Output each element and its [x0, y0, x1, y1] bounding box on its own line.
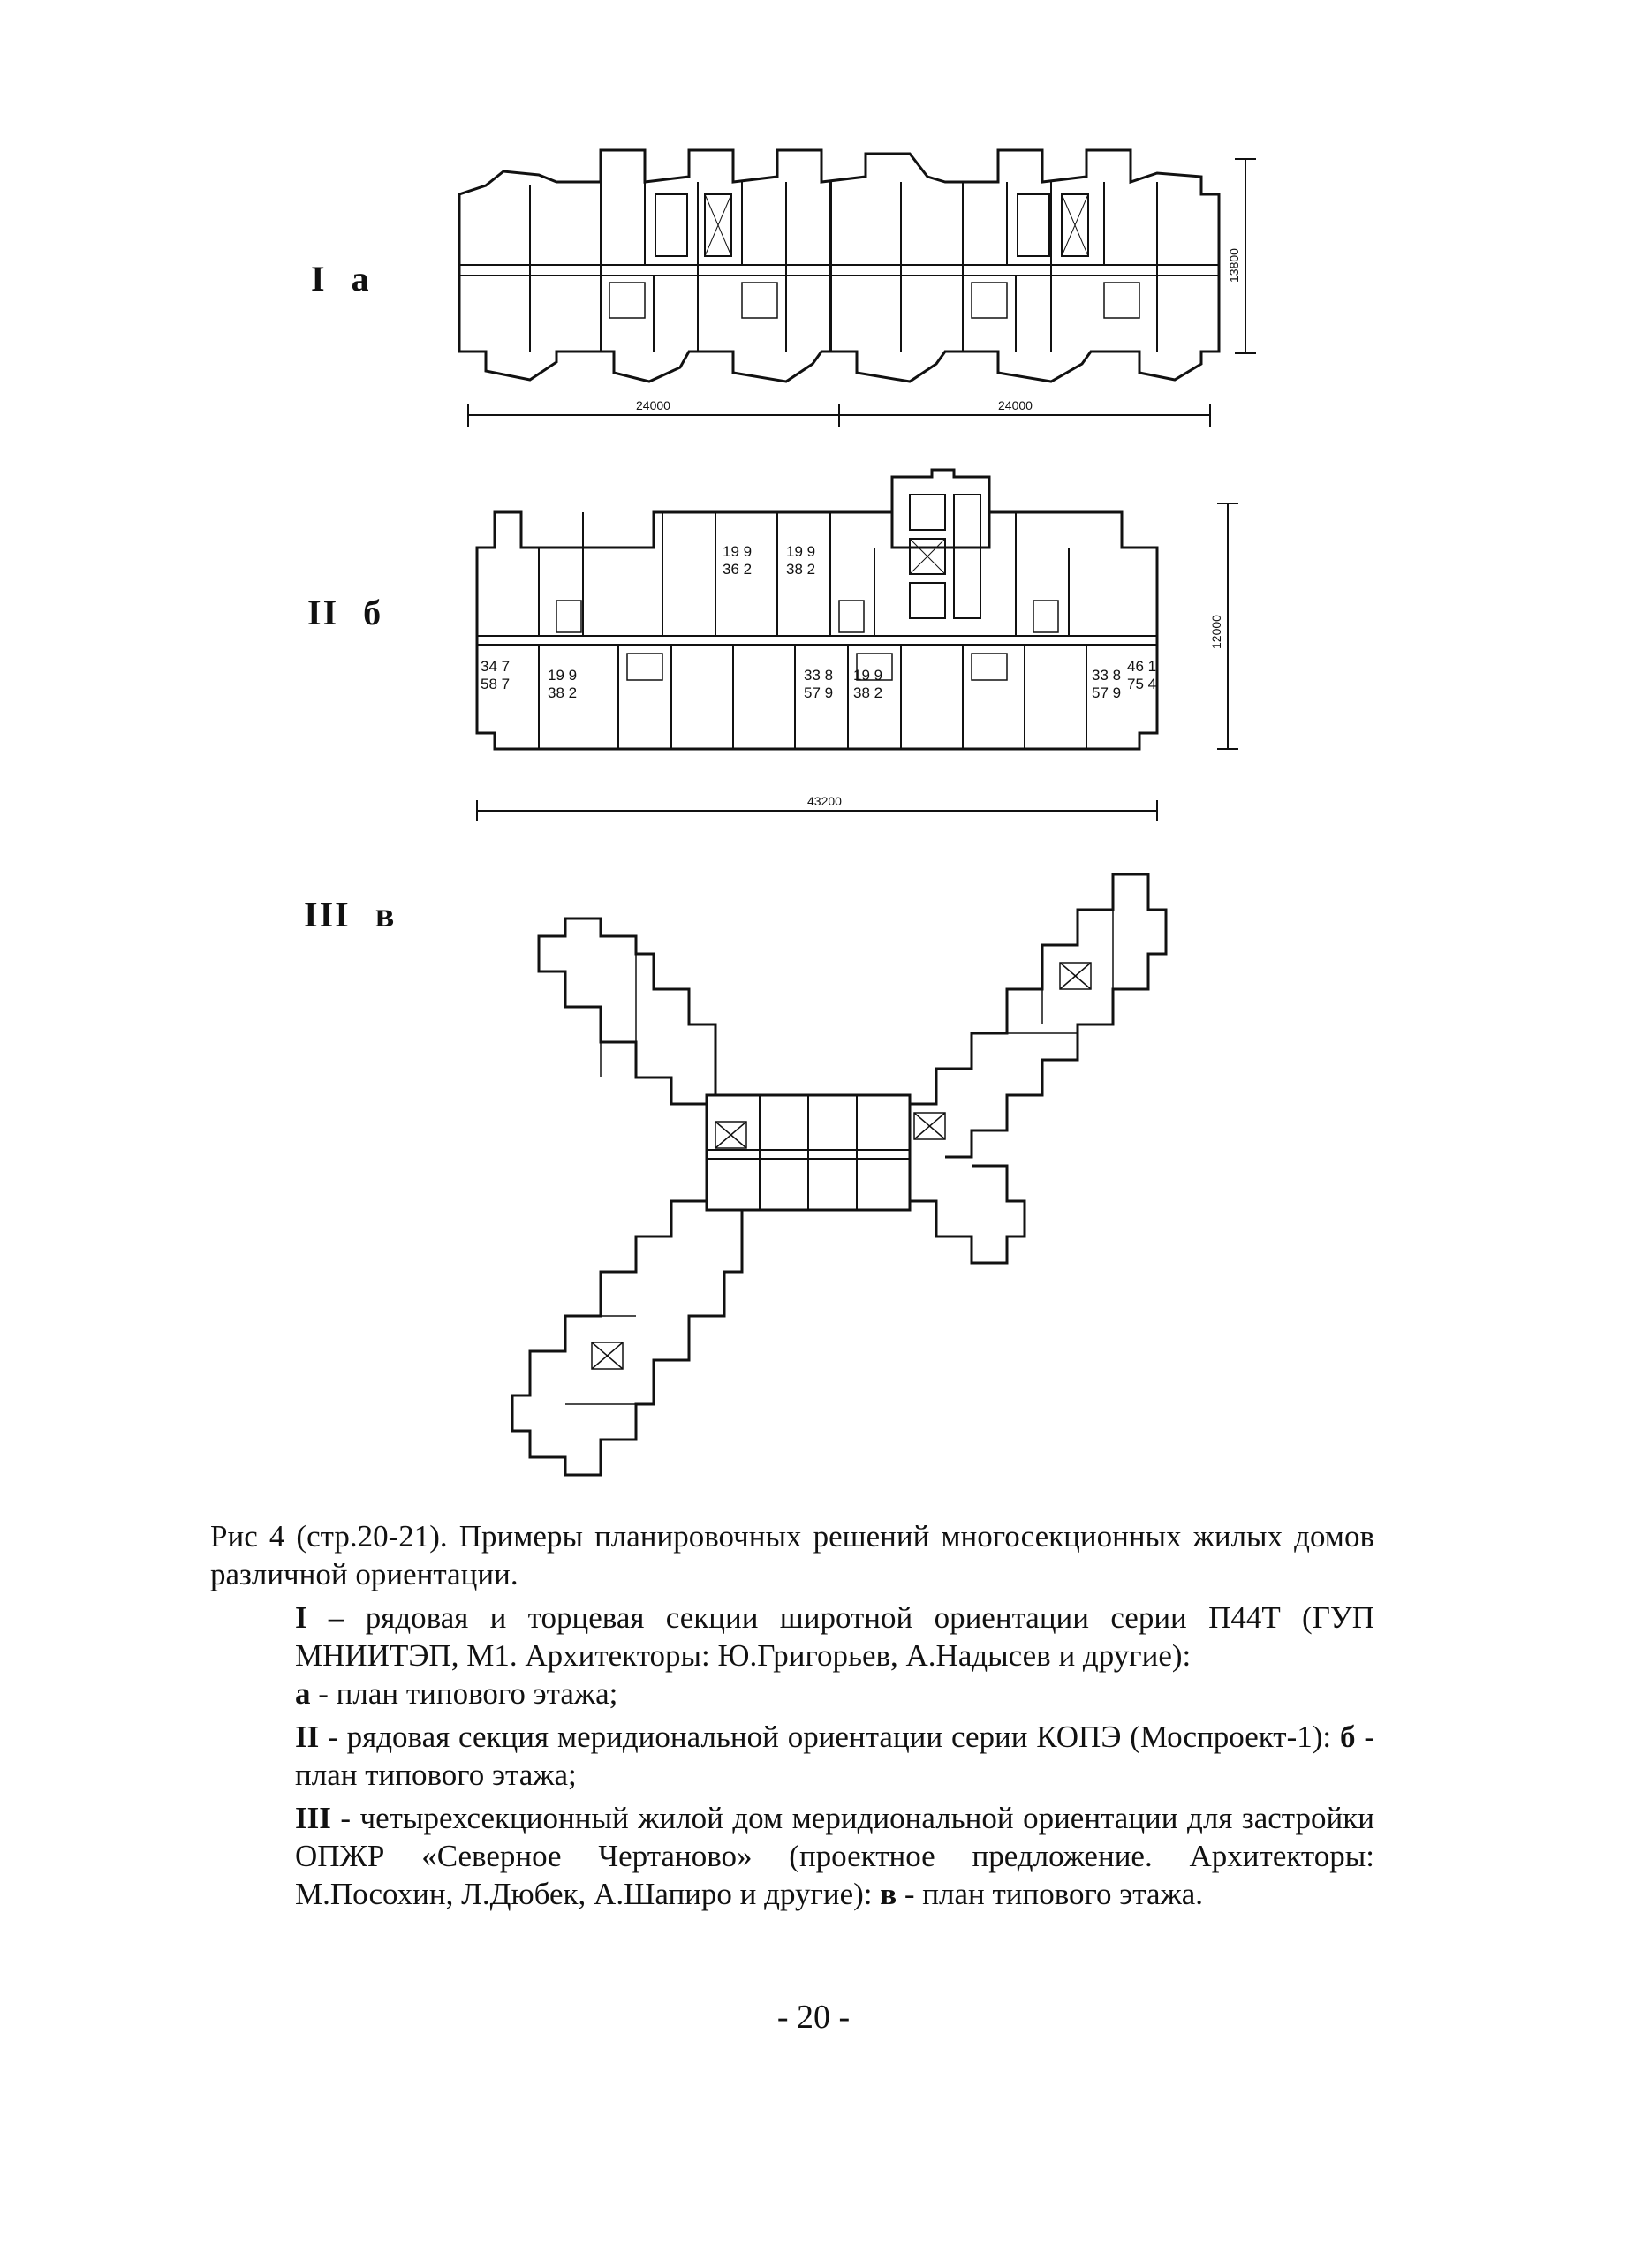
- room-label-top: 33 8: [804, 667, 833, 684]
- caption-item-3: III - четырехсекционный жилой дом мериди…: [210, 1799, 1374, 1913]
- caption-item-3-sub-key: в: [880, 1877, 897, 1911]
- room-label-bottom: 58 7: [481, 676, 510, 692]
- caption-item-1-sub-key: а: [295, 1676, 311, 1711]
- room-label-bottom: 38 2: [786, 561, 815, 578]
- floor-plan-1-dim-side: 13800: [1227, 248, 1241, 283]
- floor-plan-2-dim-side: 12000: [1209, 615, 1223, 649]
- caption-item-3-sub-text: - план типового этажа.: [897, 1877, 1204, 1911]
- figure-3-label: III в: [304, 894, 396, 935]
- floor-plan-1-drawing: 24000 24000 13800: [458, 148, 1256, 427]
- caption-item-2-sub-text: - план типового этажа;: [295, 1720, 1374, 1792]
- floor-plan-1: 24000 24000 13800: [433, 132, 1272, 433]
- room-label-bottom: 38 2: [548, 684, 577, 701]
- room-label-bottom: 57 9: [1092, 684, 1121, 701]
- floor-plan-2: 19 9 36 2 19 9 38 2 34 7 58 7 19 9 38 2 …: [450, 468, 1263, 830]
- caption-intro: Рис 4 (стр.20-21). Примеры планировочных…: [210, 1519, 1374, 1591]
- figure-3-letter: в: [375, 895, 397, 934]
- floor-plan-2-dim-bottom: 43200: [807, 794, 842, 808]
- floor-plan-2-room-labels: 19 9 36 2 19 9 38 2 34 7 58 7 19 9 38 2 …: [481, 543, 1156, 701]
- figure-2-label: II б: [307, 592, 382, 633]
- room-label-top: 19 9: [723, 543, 752, 560]
- room-label-bottom: 36 2: [723, 561, 752, 578]
- figure-2-roman: II: [307, 593, 339, 632]
- figure-2-letter: б: [363, 593, 383, 632]
- room-label-top: 19 9: [786, 543, 815, 560]
- caption-item-1-key: I: [295, 1600, 307, 1635]
- caption-item-1-sub-text: - план типового этажа;: [310, 1676, 618, 1711]
- figure-1-roman: I: [311, 259, 327, 299]
- floor-plan-2-drawing: 19 9 36 2 19 9 38 2 34 7 58 7 19 9 38 2 …: [475, 468, 1238, 821]
- room-label-bottom: 75 4: [1127, 676, 1156, 692]
- room-label-top: 33 8: [1092, 667, 1121, 684]
- room-label-bottom: 38 2: [853, 684, 882, 701]
- figure-1-letter: а: [351, 259, 371, 299]
- caption-item-3-key: III: [295, 1801, 331, 1835]
- caption-item-2: II - рядовая секция меридиональной ориен…: [210, 1718, 1374, 1794]
- caption-item-2-key: II: [295, 1720, 320, 1754]
- floor-plan-3-drawing: [511, 873, 1168, 1477]
- room-label-top: 34 7: [481, 658, 510, 675]
- floor-plan-1-dim-right: 24000: [998, 398, 1033, 412]
- caption-item-1-sub: а - план типового этажа;: [210, 1675, 1374, 1712]
- caption-item-1-text: – рядовая и торцевая секции широтной ори…: [295, 1600, 1374, 1673]
- floor-plan-1-dim-left: 24000: [636, 398, 670, 412]
- figure-3-roman: III: [304, 895, 351, 934]
- page-number: - 20 -: [776, 1999, 851, 2036]
- room-label-bottom: 57 9: [804, 684, 833, 701]
- figure-caption: Рис 4 (стр.20-21). Примеры планировочных…: [210, 1517, 1374, 1913]
- caption-item-2-sub-key: б: [1340, 1720, 1356, 1754]
- room-label-top: 19 9: [853, 667, 882, 684]
- floor-plan-3: [389, 821, 1201, 1519]
- caption-item-3-text: - четырехсекционный жилой дом меридионал…: [295, 1801, 1374, 1911]
- caption-item-1: I – рядовая и торцевая секции широтной о…: [210, 1599, 1374, 1675]
- room-label-top: 19 9: [548, 667, 577, 684]
- caption-item-2-text: - рядовая секция меридиональной ориентац…: [319, 1720, 1340, 1754]
- room-label-top: 46 1: [1127, 658, 1156, 675]
